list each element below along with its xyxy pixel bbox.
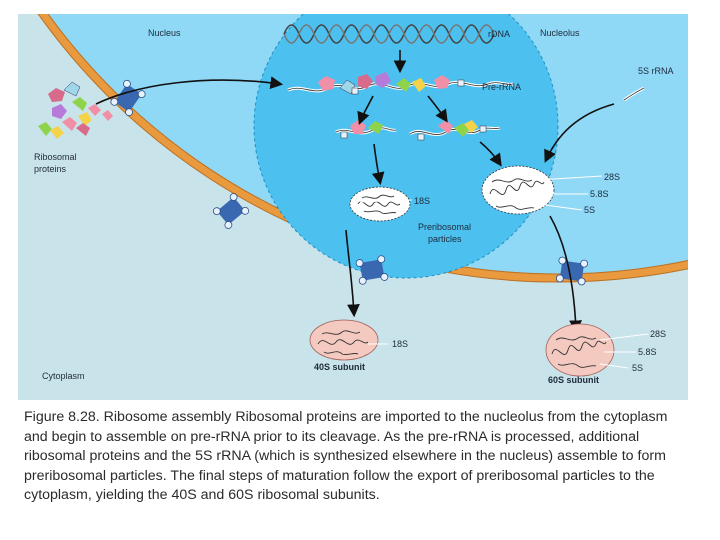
label-60s-28s: 28S	[650, 329, 666, 339]
label-40s-18s: 18S	[392, 339, 408, 349]
label-5s-rrna: 5S rRNA	[638, 66, 674, 76]
preribosomal-particle-large	[481, 165, 555, 215]
leader-lines	[359, 175, 649, 369]
label-nucleolar-28s: 28S	[604, 172, 620, 182]
label-nucleus: Nucleus	[148, 28, 181, 38]
label-cytoplasm: Cytoplasm	[42, 371, 85, 381]
label-nucleolus: Nucleolus	[540, 28, 580, 38]
envelope-inner-line	[47, 14, 688, 275]
label-pre-rrna: Pre-rRNA	[482, 82, 521, 92]
subunit-40s	[309, 319, 379, 361]
pre-rrna-complex	[287, 72, 514, 95]
nucleolus-border	[253, 14, 559, 279]
envelope-outer-line	[37, 14, 688, 283]
label-preribosomal-1: Preribosomal	[418, 222, 471, 232]
label-60s-5s: 5S	[632, 363, 643, 373]
process-arrows	[95, 50, 615, 334]
label-preribosomal-2: particles	[428, 234, 462, 244]
label-ribosomal-proteins-1: Ribosomal	[34, 152, 77, 162]
label-60s-58s: 5.8S	[638, 347, 657, 357]
subunit-60s	[545, 323, 615, 377]
nuclear-pore	[212, 193, 250, 229]
rdna-helix	[283, 24, 495, 44]
ribosome-assembly-figure: Nucleus Nucleolus rDNA Pre-rRNA 5S rRNA …	[18, 14, 688, 400]
label-ribosomal-proteins-2: proteins	[34, 164, 67, 174]
nuclear-pore	[110, 79, 146, 117]
label-nucleolar-5s: 5S	[584, 205, 595, 215]
label-nucleolar-18s: 18S	[414, 196, 430, 206]
ribosomal-proteins-cluster	[38, 81, 113, 139]
nuclear-pore	[555, 256, 589, 286]
nuclear-pore	[355, 255, 389, 285]
label-40s-subunit: 40S subunit	[314, 362, 365, 372]
label-60s-subunit: 60S subunit	[548, 375, 599, 385]
label-rdna: rDNA	[488, 29, 510, 39]
preribosomal-particle-small	[349, 186, 411, 222]
cleavage-intermediate-large	[409, 120, 501, 141]
figure-caption: Figure 8.28. Ribosome assembly Ribosomal…	[24, 409, 668, 504]
label-nucleolar-58s: 5.8S	[590, 189, 609, 199]
